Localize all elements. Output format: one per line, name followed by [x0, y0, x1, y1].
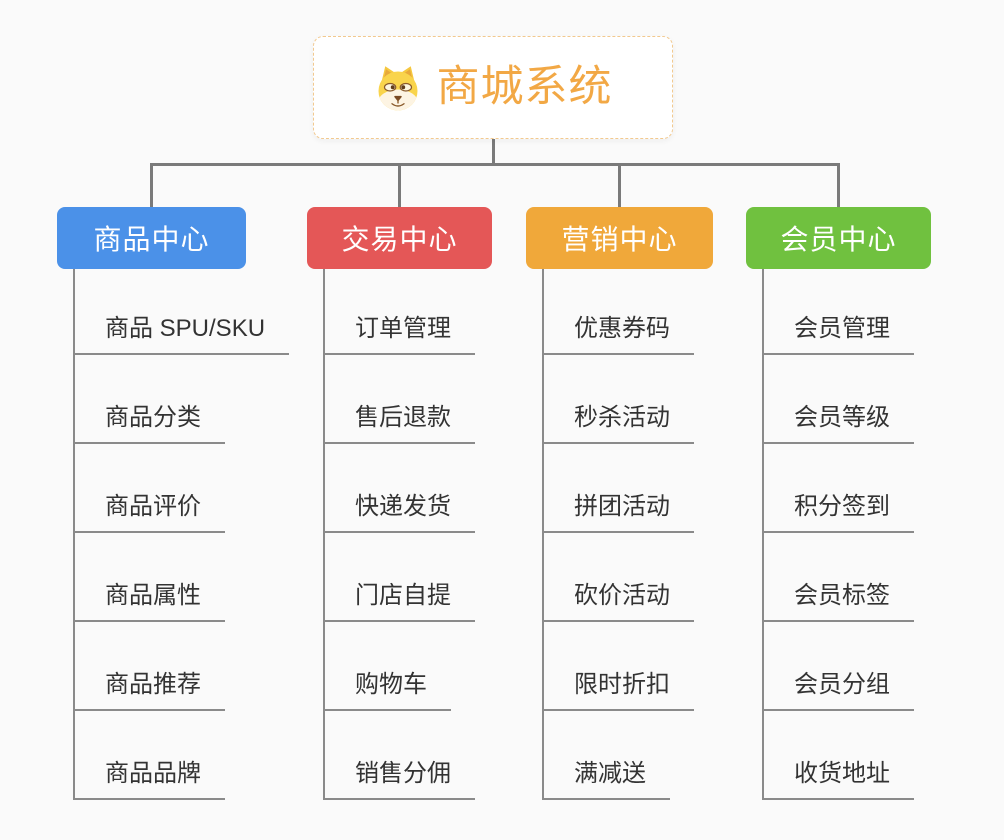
- leaf-item[interactable]: 优惠券码: [542, 315, 694, 355]
- leaf-item[interactable]: 商品 SPU/SKU: [73, 315, 290, 355]
- leaf-item[interactable]: 门店自提: [323, 582, 475, 622]
- dog-face-icon: [374, 64, 422, 112]
- connector-bus: [150, 163, 840, 166]
- branch-node-members[interactable]: 会员中心: [746, 207, 931, 269]
- branch-column-marketing: 营销中心 优惠券码 秒杀活动 拼团活动 砍价活动 限时折扣 满减送: [526, 0, 766, 840]
- leaf-item[interactable]: 拼团活动: [542, 493, 694, 533]
- leaf-item[interactable]: 会员管理: [762, 315, 914, 355]
- leaf-item[interactable]: 购物车: [323, 671, 451, 711]
- leaf-item[interactable]: 砍价活动: [542, 582, 694, 622]
- branch-node-trade[interactable]: 交易中心: [307, 207, 492, 269]
- branch-column-products: 商品中心 商品 SPU/SKU 商品分类 商品评价 商品属性 商品推荐 商品品牌: [57, 0, 297, 840]
- branch-node-marketing[interactable]: 营销中心: [526, 207, 713, 269]
- branch-vline: [323, 269, 325, 800]
- branch-column-trade: 交易中心 订单管理 售后退款 快递发货 门店自提 购物车 销售分佣: [307, 0, 547, 840]
- leaf-item[interactable]: 商品分类: [73, 404, 225, 444]
- connector-drop: [150, 163, 153, 207]
- leaf-item[interactable]: 积分签到: [762, 493, 914, 533]
- root-node[interactable]: 商城系统: [313, 36, 673, 139]
- branch-vline: [73, 269, 75, 800]
- leaf-item[interactable]: 快递发货: [323, 493, 475, 533]
- leaf-item[interactable]: 限时折扣: [542, 671, 694, 711]
- leaf-item[interactable]: 商品品牌: [73, 760, 225, 800]
- branch-vline: [762, 269, 764, 800]
- branch-vline: [542, 269, 544, 800]
- root-title: 商城系统: [436, 63, 613, 111]
- leaf-item[interactable]: 售后退款: [323, 404, 475, 444]
- connector-drop: [618, 163, 621, 207]
- leaf-item[interactable]: 会员分组: [762, 671, 914, 711]
- connector-drop: [398, 163, 401, 207]
- branch-column-members: 会员中心 会员管理 会员等级 积分签到 会员标签 会员分组 收货地址: [746, 0, 986, 840]
- leaf-item[interactable]: 商品属性: [73, 582, 225, 622]
- connector-root-stub: [492, 139, 495, 166]
- leaf-item[interactable]: 会员等级: [762, 404, 914, 444]
- leaf-item[interactable]: 满减送: [542, 760, 670, 800]
- leaf-item[interactable]: 秒杀活动: [542, 404, 694, 444]
- leaf-item[interactable]: 订单管理: [323, 315, 475, 355]
- branch-node-products[interactable]: 商品中心: [57, 207, 246, 269]
- leaf-item[interactable]: 商品推荐: [73, 671, 225, 711]
- leaf-item[interactable]: 商品评价: [73, 493, 225, 533]
- leaf-item[interactable]: 收货地址: [762, 760, 914, 800]
- leaf-item[interactable]: 会员标签: [762, 582, 914, 622]
- connector-drop: [837, 163, 840, 207]
- leaf-item[interactable]: 销售分佣: [323, 760, 475, 800]
